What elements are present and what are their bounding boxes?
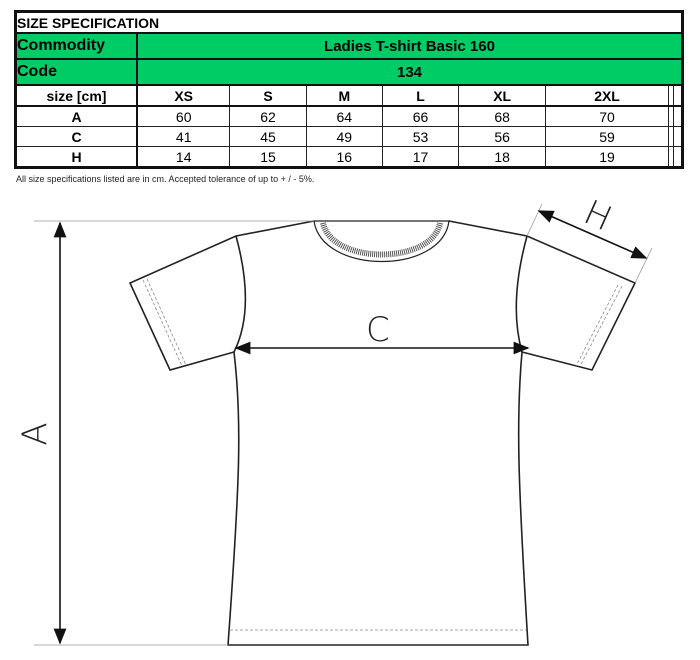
- tolerance-note: All size specifications listed are in cm…: [16, 174, 315, 184]
- cell: 18: [458, 146, 547, 168]
- cell: L: [381, 84, 460, 107]
- size-header: size [cm]: [15, 84, 138, 107]
- table-title: SIZE SPECIFICATION: [15, 11, 683, 34]
- cell: [672, 84, 683, 107]
- dimension-h-line: [537, 210, 648, 259]
- commodity-label: Commodity: [15, 32, 138, 60]
- cell: 17: [381, 146, 460, 168]
- cell: 2XL: [545, 84, 669, 107]
- cell: 68: [458, 105, 547, 127]
- dimension-a-label: A: [15, 422, 56, 446]
- cell: 19: [545, 146, 669, 168]
- row-label: H: [15, 146, 138, 168]
- cell: 49: [305, 126, 383, 147]
- cell: 16: [305, 146, 383, 168]
- cell: 15: [229, 146, 307, 168]
- cell: XS: [136, 84, 231, 107]
- code-label: Code: [15, 58, 138, 86]
- cell: XL: [458, 84, 547, 107]
- tshirt-outline: [128, 220, 637, 646]
- cell: [672, 146, 683, 168]
- cell: M: [305, 84, 383, 107]
- code-value: 134: [136, 58, 683, 86]
- commodity-value: Ladies T-shirt Basic 160: [136, 32, 683, 60]
- dimension-c-label: C: [366, 310, 390, 350]
